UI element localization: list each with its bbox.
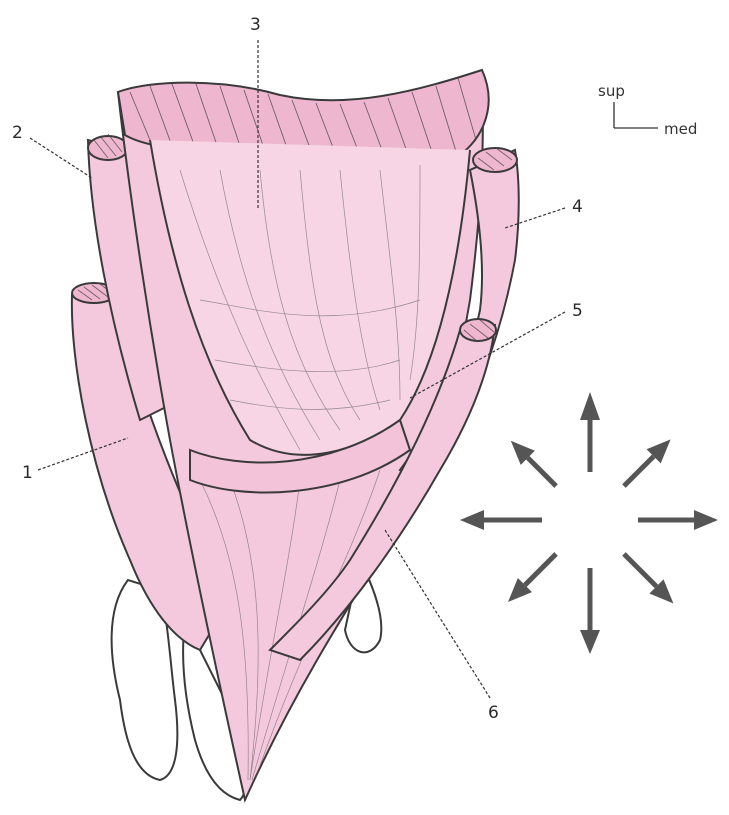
label-4: 4 [572, 197, 583, 217]
label-2: 2 [12, 123, 23, 143]
arrow-down-right [617, 547, 681, 611]
arrow-down-left [501, 547, 563, 609]
arrow-right [638, 510, 718, 530]
label-5: 5 [572, 301, 583, 321]
orientation-medial-label: med [664, 120, 697, 138]
label-1: 1 [22, 463, 33, 483]
arrow-up [580, 392, 600, 472]
arrow-up-right [617, 432, 678, 493]
orientation-superior-label: sup [598, 82, 625, 100]
label-6: 6 [488, 703, 499, 723]
orientation-key: sup med [598, 82, 697, 138]
arrow-left [460, 510, 542, 530]
label-3: 3 [250, 15, 261, 35]
arrow-up-left [504, 434, 563, 493]
arrow-down [580, 568, 600, 654]
radiating-arrows [460, 392, 718, 654]
